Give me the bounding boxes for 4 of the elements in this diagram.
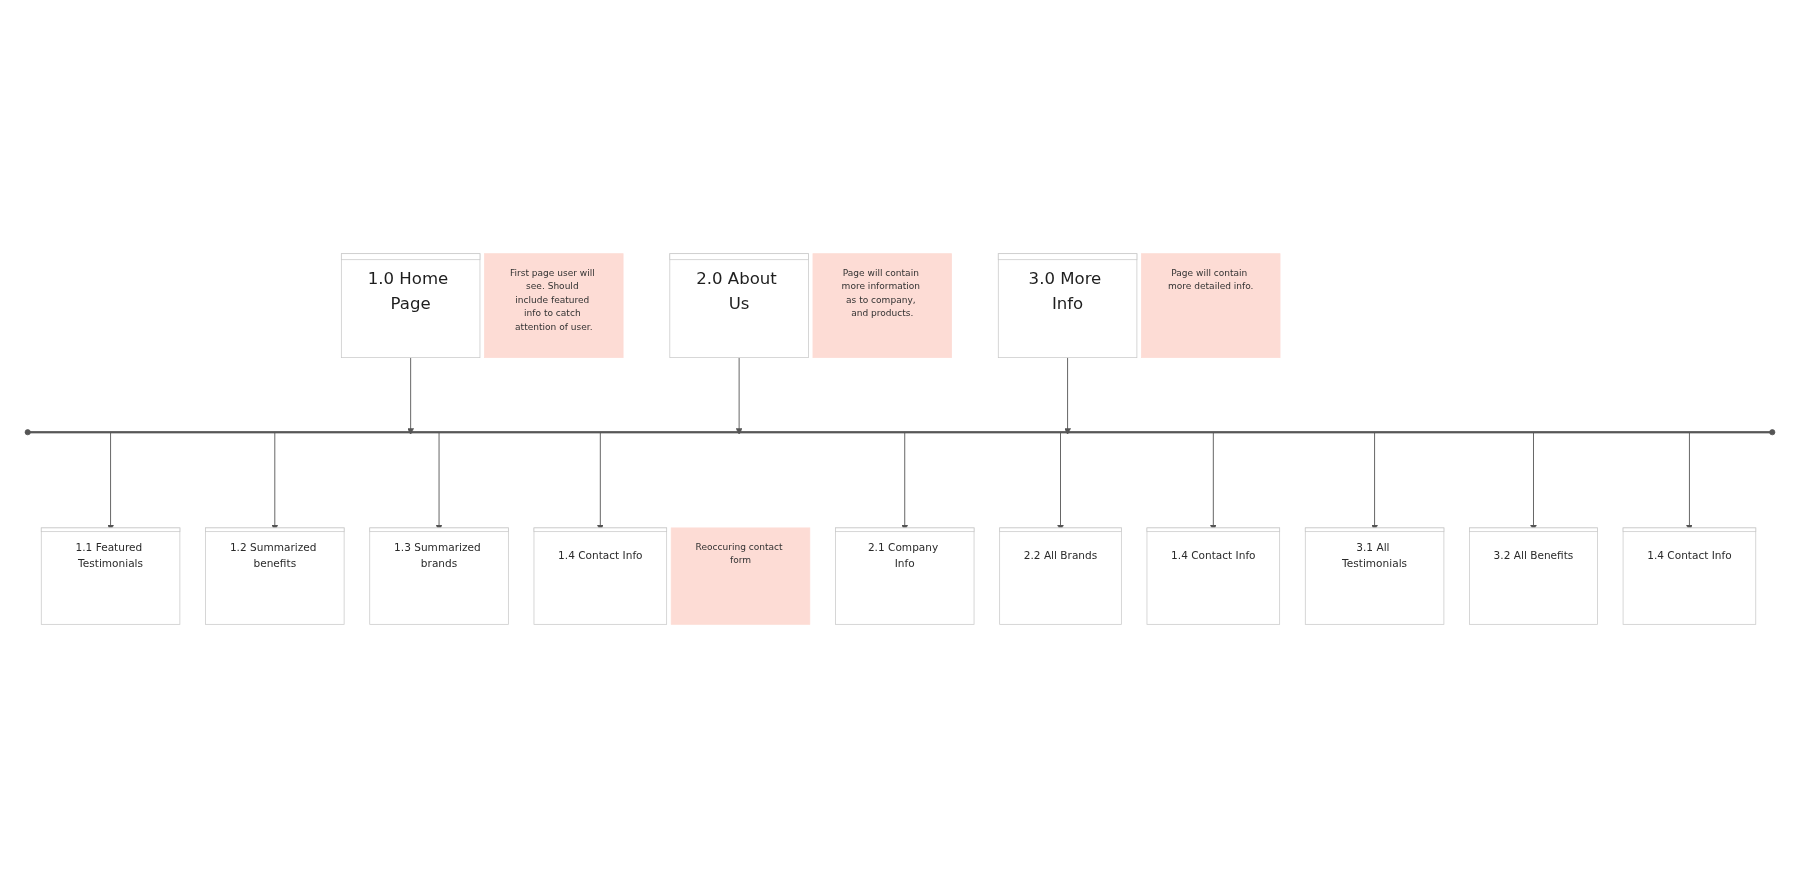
node-box: First page user will see. Should include featured info to catch attention of user. <box>484 252 624 358</box>
node-box: Page will contain more detailed info. <box>1141 252 1281 358</box>
node-box: Reoccuring contact form <box>670 527 811 625</box>
node-box: Page will contain more information as to company, and products. <box>812 252 952 358</box>
